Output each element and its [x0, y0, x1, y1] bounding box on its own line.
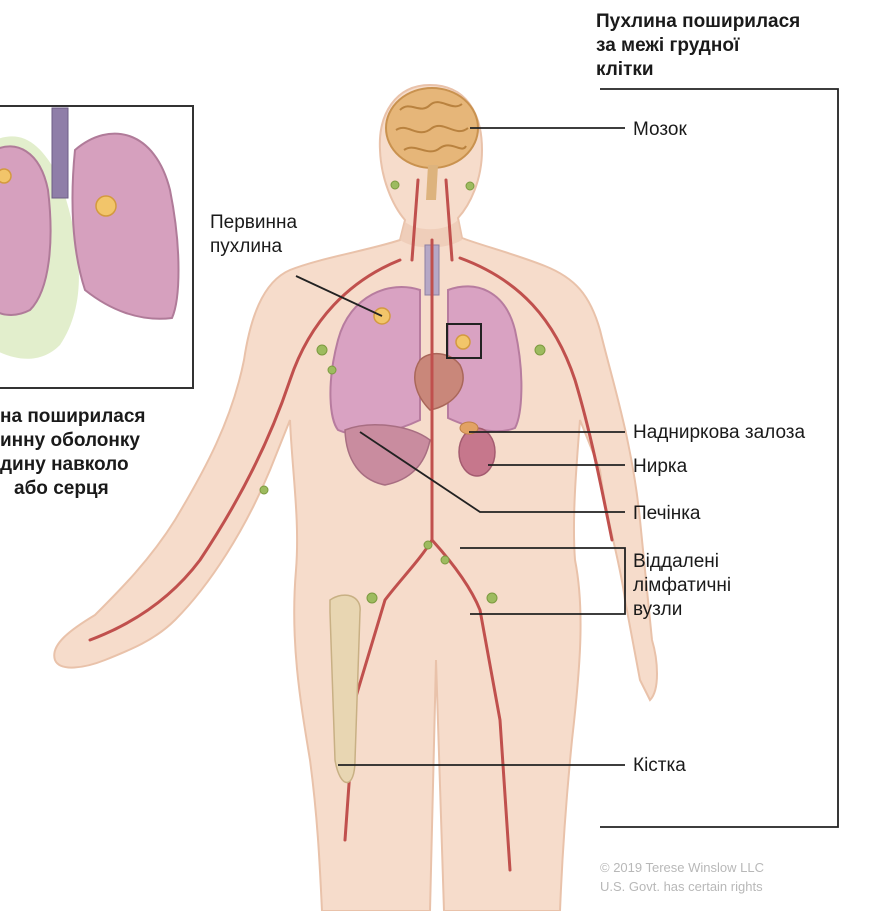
inset-caption-line-3: дину навколо: [0, 453, 129, 476]
inset-caption-line-1: на поширилася: [0, 405, 146, 428]
lymph-node: [487, 593, 497, 603]
inset-caption-line-2: инну оболонку: [0, 429, 140, 452]
metastasis-spot: [456, 335, 470, 349]
brain-stem: [426, 165, 438, 200]
lymph-node: [424, 541, 432, 549]
inset-caption-line-4: або серця: [14, 477, 109, 500]
inset-tumor-small: [0, 169, 11, 183]
inset-panel: [0, 106, 193, 388]
label-lymph-line-2: лімфатичні: [633, 574, 731, 597]
lymph-node: [367, 593, 377, 603]
lymph-node: [328, 366, 336, 374]
label-brain: Мозок: [633, 118, 687, 141]
lymph-node: [260, 486, 268, 494]
kidney-organ: [459, 428, 495, 476]
copyright-line-1: © 2019 Terese Winslow LLC: [600, 858, 764, 877]
spread-title-line-2: за межі грудної: [596, 34, 739, 57]
inset-trachea: [52, 108, 68, 198]
label-primary-tumor-line-2: пухлина: [210, 235, 282, 258]
spread-title-line-3: клітки: [596, 58, 654, 81]
lymph-node: [535, 345, 545, 355]
lymph-node: [391, 181, 399, 189]
label-lymph-line-1: Віддалені: [633, 550, 719, 573]
label-liver: Печінка: [633, 502, 701, 525]
lymph-node: [317, 345, 327, 355]
inset-tumor: [96, 196, 116, 216]
label-kidney: Нирка: [633, 455, 687, 478]
copyright-line-2: U.S. Govt. has certain rights: [600, 877, 763, 896]
label-adrenal-gland: Надниркова залоза: [633, 421, 805, 444]
lymph-node: [441, 556, 449, 564]
label-primary-tumor-line-1: Первинна: [210, 211, 297, 234]
spread-title-line-1: Пухлина поширилася: [596, 10, 800, 33]
femur-bone: [330, 595, 360, 782]
lymph-node: [466, 182, 474, 190]
label-bone: Кістка: [633, 754, 686, 777]
label-lymph-line-3: вузли: [633, 598, 682, 621]
